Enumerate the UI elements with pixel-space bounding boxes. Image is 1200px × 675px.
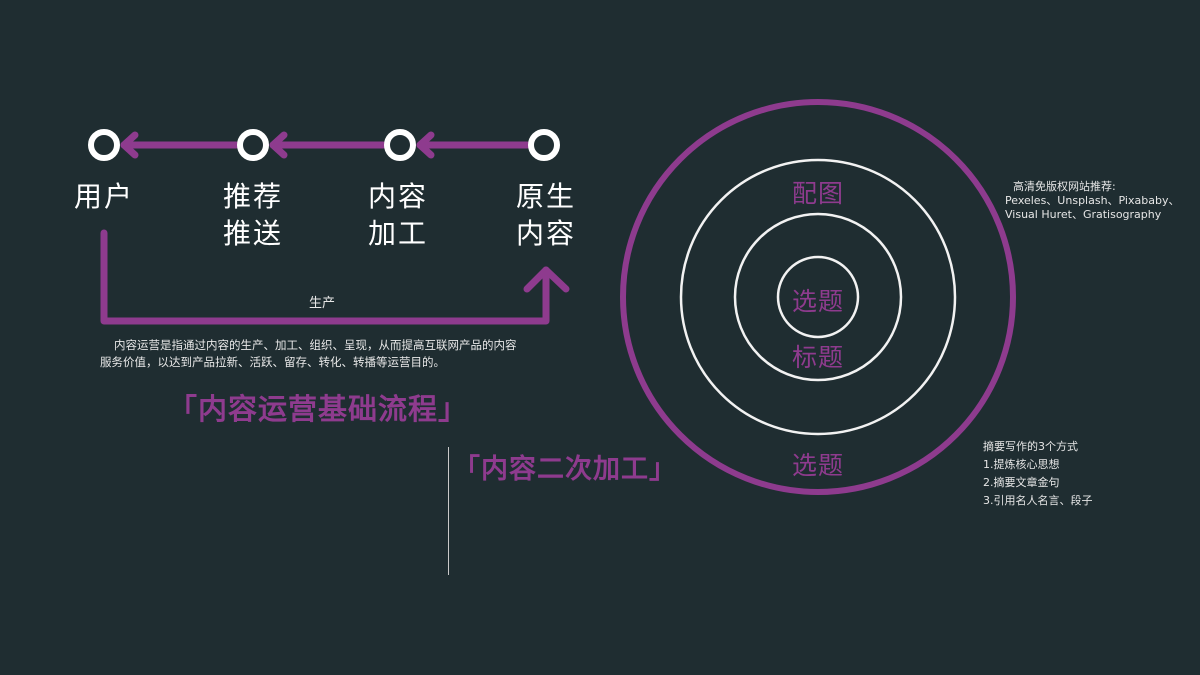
ring-inner: [776, 255, 860, 339]
ring-label-image: 配图: [791, 179, 844, 208]
arrow-head-left-icon: [269, 131, 288, 159]
ring-large: [679, 158, 957, 436]
image-sites-line2: Visual Huret、Gratisography: [1005, 208, 1162, 221]
summary-methods-heading: 摘要写作的3个方式: [983, 440, 1078, 453]
arrow-head-left-icon: [416, 131, 435, 159]
summary-method-item: 1.提炼核心思想: [983, 458, 1060, 471]
section-divider: [448, 447, 449, 575]
flow-label-user-line1: 用户: [73, 180, 134, 213]
flow-label-original-line2: 内容: [515, 217, 576, 250]
summary-method-item: 2.摘要文章金句: [983, 476, 1060, 489]
flow-description: 内容运营是指通过内容的生产、加工、组织、呈现，从而提高互联网产品的内容 服务价值…: [100, 337, 570, 371]
flow-label-process: 内容 加工: [358, 178, 438, 252]
production-label: 生产: [309, 296, 336, 311]
rings-title: 「内容二次加工」: [453, 454, 677, 485]
flow-node-original-icon: [528, 129, 560, 161]
arrow-head-left-icon: [120, 131, 139, 159]
flow-description-line1: 内容运营是指通过内容的生产、加工、组织、呈现，从而提高互联网产品的内容: [114, 338, 517, 352]
flow-label-recommend-line2: 推送: [222, 217, 283, 250]
flow-label-process-line2: 加工: [367, 217, 428, 250]
outer-ring: [620, 99, 1016, 495]
ring-label-topic-outer: 选题: [791, 451, 844, 480]
flow-label-original: 原生 内容: [506, 178, 586, 252]
ring-label-topic-center: 选题: [791, 287, 844, 316]
flow-title: 「内容运营基础流程」: [168, 392, 469, 426]
flow-label-user: 用户: [64, 178, 144, 215]
production-loop-line: [100, 229, 550, 325]
flow-description-line2: 服务价值，以达到产品拉新、活跃、留存、转化、转播等运营目的。: [100, 355, 445, 369]
arrow-head-up-icon: [523, 266, 570, 293]
summary-methods-note: 摘要写作的3个方式 1.提炼核心思想 2.摘要文章金句 3.引用名人名言、段子: [983, 438, 1093, 510]
flow-node-user-icon: [88, 129, 120, 161]
image-sites-line1: Pexeles、Unsplash、Pixababy、: [1005, 194, 1180, 207]
image-sites-note: 高清免版权网站推荐: Pexeles、Unsplash、Pixababy、 Vi…: [1005, 180, 1179, 222]
ring-middle: [733, 212, 903, 382]
image-sites-heading: 高清免版权网站推荐:: [1013, 180, 1116, 193]
flow-node-recommend-icon: [237, 129, 269, 161]
ring-label-headline: 标题: [791, 343, 844, 372]
flow-label-recommend-line1: 推荐: [222, 180, 283, 213]
flow-label-recommend: 推荐 推送: [213, 178, 293, 252]
flow-label-original-line1: 原生: [515, 180, 576, 213]
flow-node-process-icon: [384, 129, 416, 161]
flow-label-process-line1: 内容: [367, 180, 428, 213]
summary-method-item: 3.引用名人名言、段子: [983, 494, 1093, 507]
